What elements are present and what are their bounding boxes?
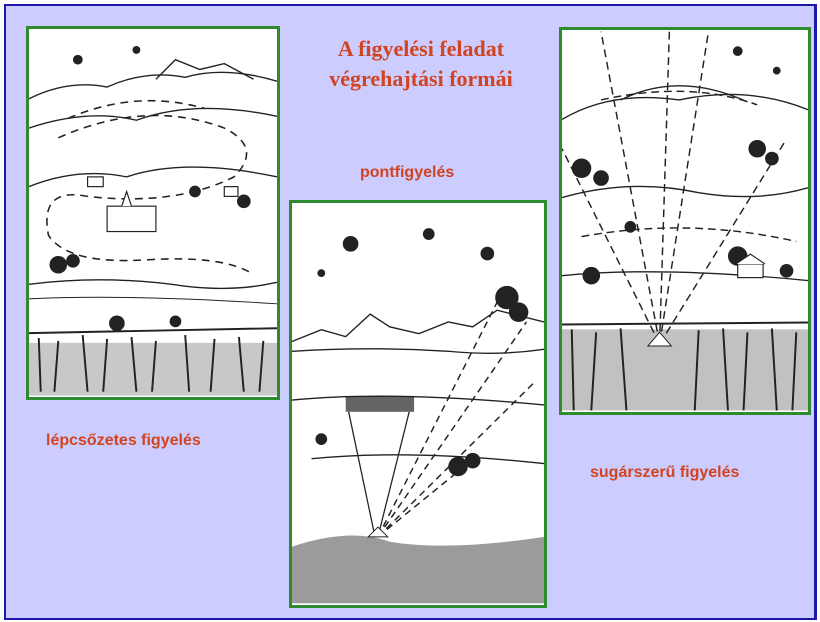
slide: A figyelési feladat végrehajtási formái … [4, 4, 817, 620]
caption-point-observation: pontfigyelés [360, 164, 454, 182]
caption-stepped-observation: lépcsőzetes figyelés [46, 432, 201, 450]
title-line-1: A figyelési feladat [286, 34, 556, 64]
point-observation-sketch [292, 203, 544, 605]
radial-observation-sketch [562, 30, 808, 412]
stepped-observation-illustration [26, 26, 280, 400]
title-line-2: végrehajtási formái [286, 64, 556, 94]
point-observation-illustration [289, 200, 547, 608]
radial-observation-illustration [559, 27, 811, 415]
stepped-observation-sketch [29, 29, 277, 397]
slide-title: A figyelési feladat végrehajtási formái [286, 34, 556, 94]
caption-radial-observation: sugárszerű figyelés [590, 464, 739, 482]
